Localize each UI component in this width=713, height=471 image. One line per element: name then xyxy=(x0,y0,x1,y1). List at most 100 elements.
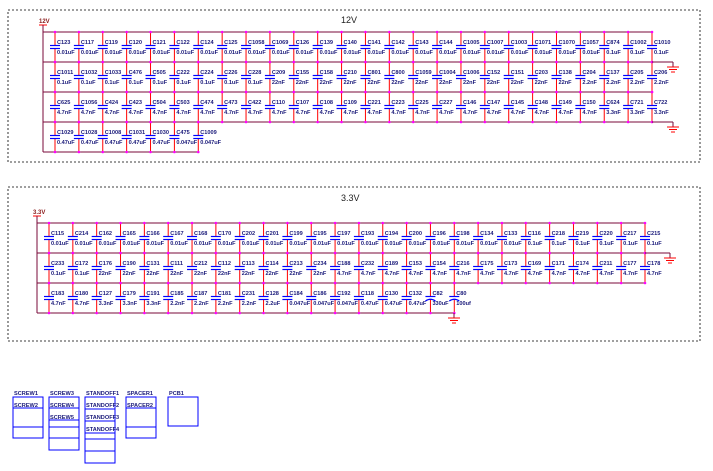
capacitor[interactable]: C2062.2nF xyxy=(647,62,669,92)
capacitor[interactable]: C6243.3nF xyxy=(599,92,621,122)
capacitor[interactable]: C1734.7nF xyxy=(496,253,519,283)
capacitor[interactable]: C21022nF xyxy=(336,62,358,92)
capacitor[interactable]: C105922nF xyxy=(408,62,432,92)
capacitor[interactable]: C10330.1uF xyxy=(97,62,121,92)
capacitor[interactable]: C1372.2nF xyxy=(599,62,621,92)
capacitor[interactable]: C15522nF xyxy=(288,62,310,92)
capacitor[interactable]: C1534.7nF xyxy=(401,253,424,283)
mechanical-part[interactable]: SCREW1SCREW2 xyxy=(12,391,44,439)
capacitor[interactable]: C1240.01uF xyxy=(193,32,219,62)
capacitor[interactable]: C1494.7nF xyxy=(551,92,574,122)
mechanical-part[interactable]: SPACER1SPACER2 xyxy=(125,391,157,439)
capacitor[interactable]: C2330.1uF xyxy=(44,253,66,283)
capacitor[interactable]: C2274.7nF xyxy=(432,92,454,122)
capacitor[interactable]: C1454.7nF xyxy=(503,92,526,122)
capacitor[interactable]: C2240.1uF xyxy=(193,62,215,92)
capacitor[interactable]: C1990.01uF xyxy=(282,223,308,253)
capacitor[interactable]: C1980.01uF xyxy=(449,223,475,253)
capacitor[interactable]: C15122nF xyxy=(503,62,525,92)
capacitor[interactable]: C1104.7nF xyxy=(264,92,287,122)
capacitor[interactable]: C10110.1uF xyxy=(50,62,73,92)
capacitor[interactable]: C1390.01uF xyxy=(312,32,338,62)
capacitor[interactable]: C1420.01uF xyxy=(384,32,410,62)
capacitor[interactable]: C1410.01uF xyxy=(360,32,386,62)
capacitor[interactable]: C1273.3nF xyxy=(91,283,114,313)
capacitor[interactable]: C1210.01uF xyxy=(145,32,171,62)
capacitor[interactable]: C1720.1uF xyxy=(67,253,90,283)
capacitor[interactable]: C1670.01uF xyxy=(163,223,189,253)
capacitor[interactable]: C10310.47uF xyxy=(121,122,147,152)
capacitor[interactable]: C20322nF xyxy=(527,62,549,92)
capacitor[interactable]: C5044.7nF xyxy=(145,92,168,122)
capacitor[interactable]: C7223.3nF xyxy=(647,92,669,122)
capacitor[interactable]: C1074.7nF xyxy=(288,92,311,122)
capacitor[interactable]: C10690.01uF xyxy=(264,32,290,62)
capacitor[interactable]: C10710.01uF xyxy=(527,32,553,62)
capacitor[interactable]: C2140.01uF xyxy=(67,223,93,253)
capacitor[interactable]: C11222nF xyxy=(210,253,232,283)
capacitor[interactable]: C1220.01uF xyxy=(169,32,195,62)
capacitor[interactable]: C6254.7nF xyxy=(50,92,72,122)
capacitor[interactable]: C1694.7nF xyxy=(520,253,543,283)
capacitor[interactable]: C1680.01uF xyxy=(187,223,212,253)
capacitor[interactable]: C1504.7nF xyxy=(575,92,598,122)
capacitor[interactable]: C2164.7nF xyxy=(449,253,471,283)
capacitor[interactable]: C1700.01uF xyxy=(210,223,236,253)
capacitor[interactable]: C1860.047uF xyxy=(306,283,335,313)
capacitor[interactable]: C1784.7nF xyxy=(640,253,662,283)
capacitor[interactable]: C1650.01uF xyxy=(115,223,141,253)
mechanical-part[interactable]: STANDOFF1STANDOFF2STANDOFF3STANDOFF4 xyxy=(84,391,120,464)
capacitor[interactable]: C1340.01uF xyxy=(473,223,498,253)
capacitor[interactable]: C4760.1uF xyxy=(121,62,144,92)
capacitor[interactable]: C1660.01uF xyxy=(139,223,165,253)
capacitor[interactable]: C19022nF xyxy=(115,253,137,283)
capacitor[interactable]: C1834.7nF xyxy=(44,283,66,313)
capacitor[interactable]: C1920.047uF xyxy=(330,283,358,313)
capacitor[interactable]: C1970.01uF xyxy=(330,223,355,253)
capacitor[interactable]: C13122nF xyxy=(139,253,160,283)
capacitor[interactable]: C1960.01uF xyxy=(425,223,451,253)
capacitor[interactable]: C1440.01uF xyxy=(432,32,457,62)
capacitor[interactable]: C2020.01uF xyxy=(234,223,260,253)
capacitor[interactable]: C1840.047uF xyxy=(282,283,311,313)
capacitor[interactable]: C2150.1uF xyxy=(640,223,662,253)
capacitor[interactable]: C15822nF xyxy=(312,62,334,92)
capacitor[interactable]: C1950.01uF xyxy=(306,223,332,253)
capacitor[interactable]: C23422nF xyxy=(306,253,328,283)
capacitor[interactable]: C10070.01uF xyxy=(479,32,505,62)
capacitor[interactable]: C82330uF xyxy=(425,283,449,313)
capacitor[interactable]: C2200.1uF xyxy=(592,223,615,253)
capacitor[interactable]: C1484.7nF xyxy=(527,92,550,122)
capacitor[interactable]: C1320.47uF xyxy=(401,283,427,313)
capacitor[interactable]: C1094.7nF xyxy=(336,92,359,122)
capacitor[interactable]: C11122nF xyxy=(163,253,184,283)
capacitor[interactable]: C1170.01uF xyxy=(73,32,99,62)
capacitor[interactable]: C80022nF xyxy=(384,62,405,92)
capacitor[interactable]: C1230.01uF xyxy=(50,32,75,62)
capacitor[interactable]: C1930.01uF xyxy=(353,223,379,253)
capacitor[interactable]: C2180.1uF xyxy=(544,223,567,253)
capacitor[interactable]: C1464.7nF xyxy=(455,92,478,122)
capacitor[interactable]: C1180.47uF xyxy=(353,283,379,313)
capacitor[interactable]: C1852.2nF xyxy=(163,283,185,313)
capacitor[interactable]: C100422nF xyxy=(432,62,456,92)
capacitor[interactable]: C2000.01uF xyxy=(401,223,427,253)
capacitor[interactable]: C1544.7nF xyxy=(425,253,448,283)
capacitor[interactable]: C2234.7nF xyxy=(384,92,407,122)
capacitor[interactable]: C2214.7nF xyxy=(360,92,383,122)
capacitor[interactable]: C10090.047uF xyxy=(193,122,222,152)
capacitor[interactable]: C1620.01uF xyxy=(91,223,117,253)
capacitor[interactable]: C1260.01uF xyxy=(288,32,314,62)
capacitor[interactable]: C1913.3nF xyxy=(139,283,162,313)
capacitor[interactable]: C10300.47uF xyxy=(145,122,171,152)
capacitor[interactable]: C2280.1uF xyxy=(241,62,263,92)
capacitor[interactable]: C10020.1uF xyxy=(623,32,647,62)
capacitor[interactable]: C1200.01uF xyxy=(121,32,147,62)
capacitor[interactable]: C11422nF xyxy=(258,253,280,283)
capacitor[interactable]: C80122nF xyxy=(360,62,381,92)
capacitor[interactable]: C1793.3nF xyxy=(115,283,138,313)
capacitor[interactable]: C10050.01uF xyxy=(455,32,481,62)
capacitor[interactable]: C5034.7nF xyxy=(169,92,192,122)
capacitor[interactable]: C2114.7nF xyxy=(592,253,615,283)
capacitor[interactable]: C1872.2nF xyxy=(187,283,209,313)
